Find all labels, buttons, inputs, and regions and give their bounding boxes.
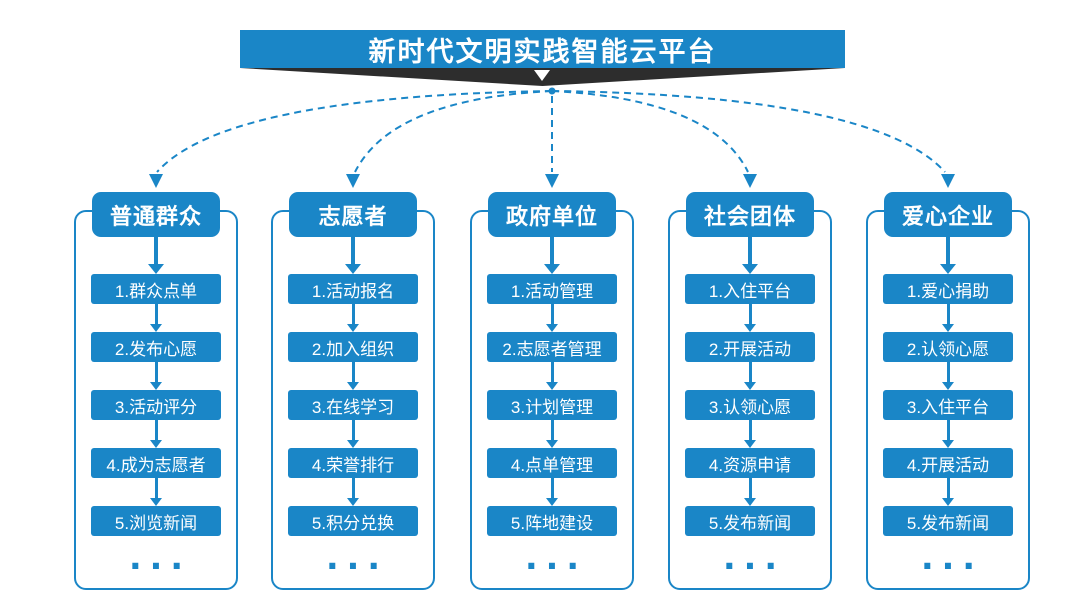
down-arrow-icon: [744, 420, 756, 448]
column-header: 志愿者: [289, 192, 417, 237]
column-header: 普通群众: [92, 192, 220, 237]
down-arrow-icon: [546, 420, 558, 448]
step-box: 2.开展活动: [685, 332, 815, 362]
down-arrow-icon: [744, 478, 756, 506]
down-arrow-icon: [744, 304, 756, 332]
arrowhead-column-3: [545, 174, 559, 188]
ellipsis: ...: [921, 531, 984, 578]
ellipsis: ...: [326, 531, 389, 578]
step-box: 3.活动评分: [91, 390, 221, 420]
connector-origin-dot: [548, 87, 556, 95]
step-box: 5.积分兑换: [288, 506, 418, 536]
step-box: 4.荣誉排行: [288, 448, 418, 478]
step-box: 2.发布心愿: [91, 332, 221, 362]
column-flow: 1.爱心捐助 2.认领心愿 3.入住平台 4.开展活动 5.发布新闻 ...: [866, 237, 1030, 578]
ellipsis: ...: [129, 531, 192, 578]
column-header: 爱心企业: [884, 192, 1012, 237]
column-flow: 1.群众点单 2.发布心愿 3.活动评分 4.成为志愿者 5.浏览新闻 ...: [74, 237, 238, 578]
down-arrow-icon: [347, 304, 359, 332]
down-arrow-icon: [150, 304, 162, 332]
step-box: 1.活动报名: [288, 274, 418, 304]
step-box: 2.志愿者管理: [487, 332, 617, 362]
down-arrow-icon: [345, 237, 361, 274]
down-arrow-icon: [544, 237, 560, 274]
down-arrow-icon: [150, 420, 162, 448]
down-arrow-icon: [150, 478, 162, 506]
down-arrow-icon: [942, 304, 954, 332]
down-arrow-icon: [150, 362, 162, 390]
step-box: 3.计划管理: [487, 390, 617, 420]
down-arrow-icon: [744, 362, 756, 390]
step-box: 3.在线学习: [288, 390, 418, 420]
step-box: 4.开展活动: [883, 448, 1013, 478]
down-arrow-icon: [148, 237, 164, 274]
column-volunteers: 志愿者 1.活动报名 2.加入组织 3.在线学习 4.荣誉排行 5.积分兑换 .…: [271, 192, 435, 590]
column-caring-enterprises: 爱心企业 1.爱心捐助 2.认领心愿 3.入住平台 4.开展活动 5.发布新闻 …: [866, 192, 1030, 590]
dashed-curve-to-column-2: [354, 90, 553, 173]
dashed-curve-to-column-4: [551, 90, 749, 173]
ellipsis: ...: [723, 531, 786, 578]
step-box: 5.浏览新闻: [91, 506, 221, 536]
step-box: 4.成为志愿者: [91, 448, 221, 478]
down-arrow-icon: [940, 237, 956, 274]
step-box: 4.资源申请: [685, 448, 815, 478]
step-box: 4.点单管理: [487, 448, 617, 478]
arrowhead-column-2: [346, 174, 360, 188]
down-arrow-icon: [742, 237, 758, 274]
step-box: 1.入住平台: [685, 274, 815, 304]
column-flow: 1.入住平台 2.开展活动 3.认领心愿 4.资源申请 5.发布新闻 ...: [668, 237, 832, 578]
column-header: 社会团体: [686, 192, 814, 237]
down-arrow-icon: [546, 478, 558, 506]
down-arrow-icon: [942, 420, 954, 448]
column-general-public: 普通群众 1.群众点单 2.发布心愿 3.活动评分 4.成为志愿者 5.浏览新闻…: [74, 192, 238, 590]
down-arrow-icon: [546, 362, 558, 390]
dashed-curve-to-column-5: [551, 90, 946, 173]
platform-title: 新时代文明实践智能云平台: [368, 36, 717, 67]
step-box: 2.加入组织: [288, 332, 418, 362]
step-box: 2.认领心愿: [883, 332, 1013, 362]
column-flow: 1.活动报名 2.加入组织 3.在线学习 4.荣誉排行 5.积分兑换 ...: [271, 237, 435, 578]
down-arrow-icon: [942, 478, 954, 506]
step-box: 3.入住平台: [883, 390, 1013, 420]
column-header: 政府单位: [488, 192, 616, 237]
platform-title-banner: 新时代文明实践智能云平台: [240, 30, 845, 68]
ellipsis: ...: [525, 531, 588, 578]
step-box: 1.活动管理: [487, 274, 617, 304]
down-arrow-icon: [347, 420, 359, 448]
step-box: 5.阵地建设: [487, 506, 617, 536]
arrowhead-column-5: [941, 174, 955, 188]
step-box: 1.群众点单: [91, 274, 221, 304]
down-arrow-icon: [347, 478, 359, 506]
dashed-curve-to-column-1: [156, 90, 553, 173]
column-social-groups: 社会团体 1.入住平台 2.开展活动 3.认领心愿 4.资源申请 5.发布新闻 …: [668, 192, 832, 590]
step-box: 3.认领心愿: [685, 390, 815, 420]
step-box: 1.爱心捐助: [883, 274, 1013, 304]
down-arrow-icon: [942, 362, 954, 390]
step-box: 5.发布新闻: [883, 506, 1013, 536]
arrowhead-column-1: [149, 174, 163, 188]
column-flow: 1.活动管理 2.志愿者管理 3.计划管理 4.点单管理 5.阵地建设 ...: [470, 237, 634, 578]
down-arrow-icon: [347, 362, 359, 390]
down-triangle-icon: [534, 70, 550, 81]
arrowhead-column-4: [743, 174, 757, 188]
column-government-units: 政府单位 1.活动管理 2.志愿者管理 3.计划管理 4.点单管理 5.阵地建设…: [470, 192, 634, 590]
down-arrow-icon: [546, 304, 558, 332]
step-box: 5.发布新闻: [685, 506, 815, 536]
